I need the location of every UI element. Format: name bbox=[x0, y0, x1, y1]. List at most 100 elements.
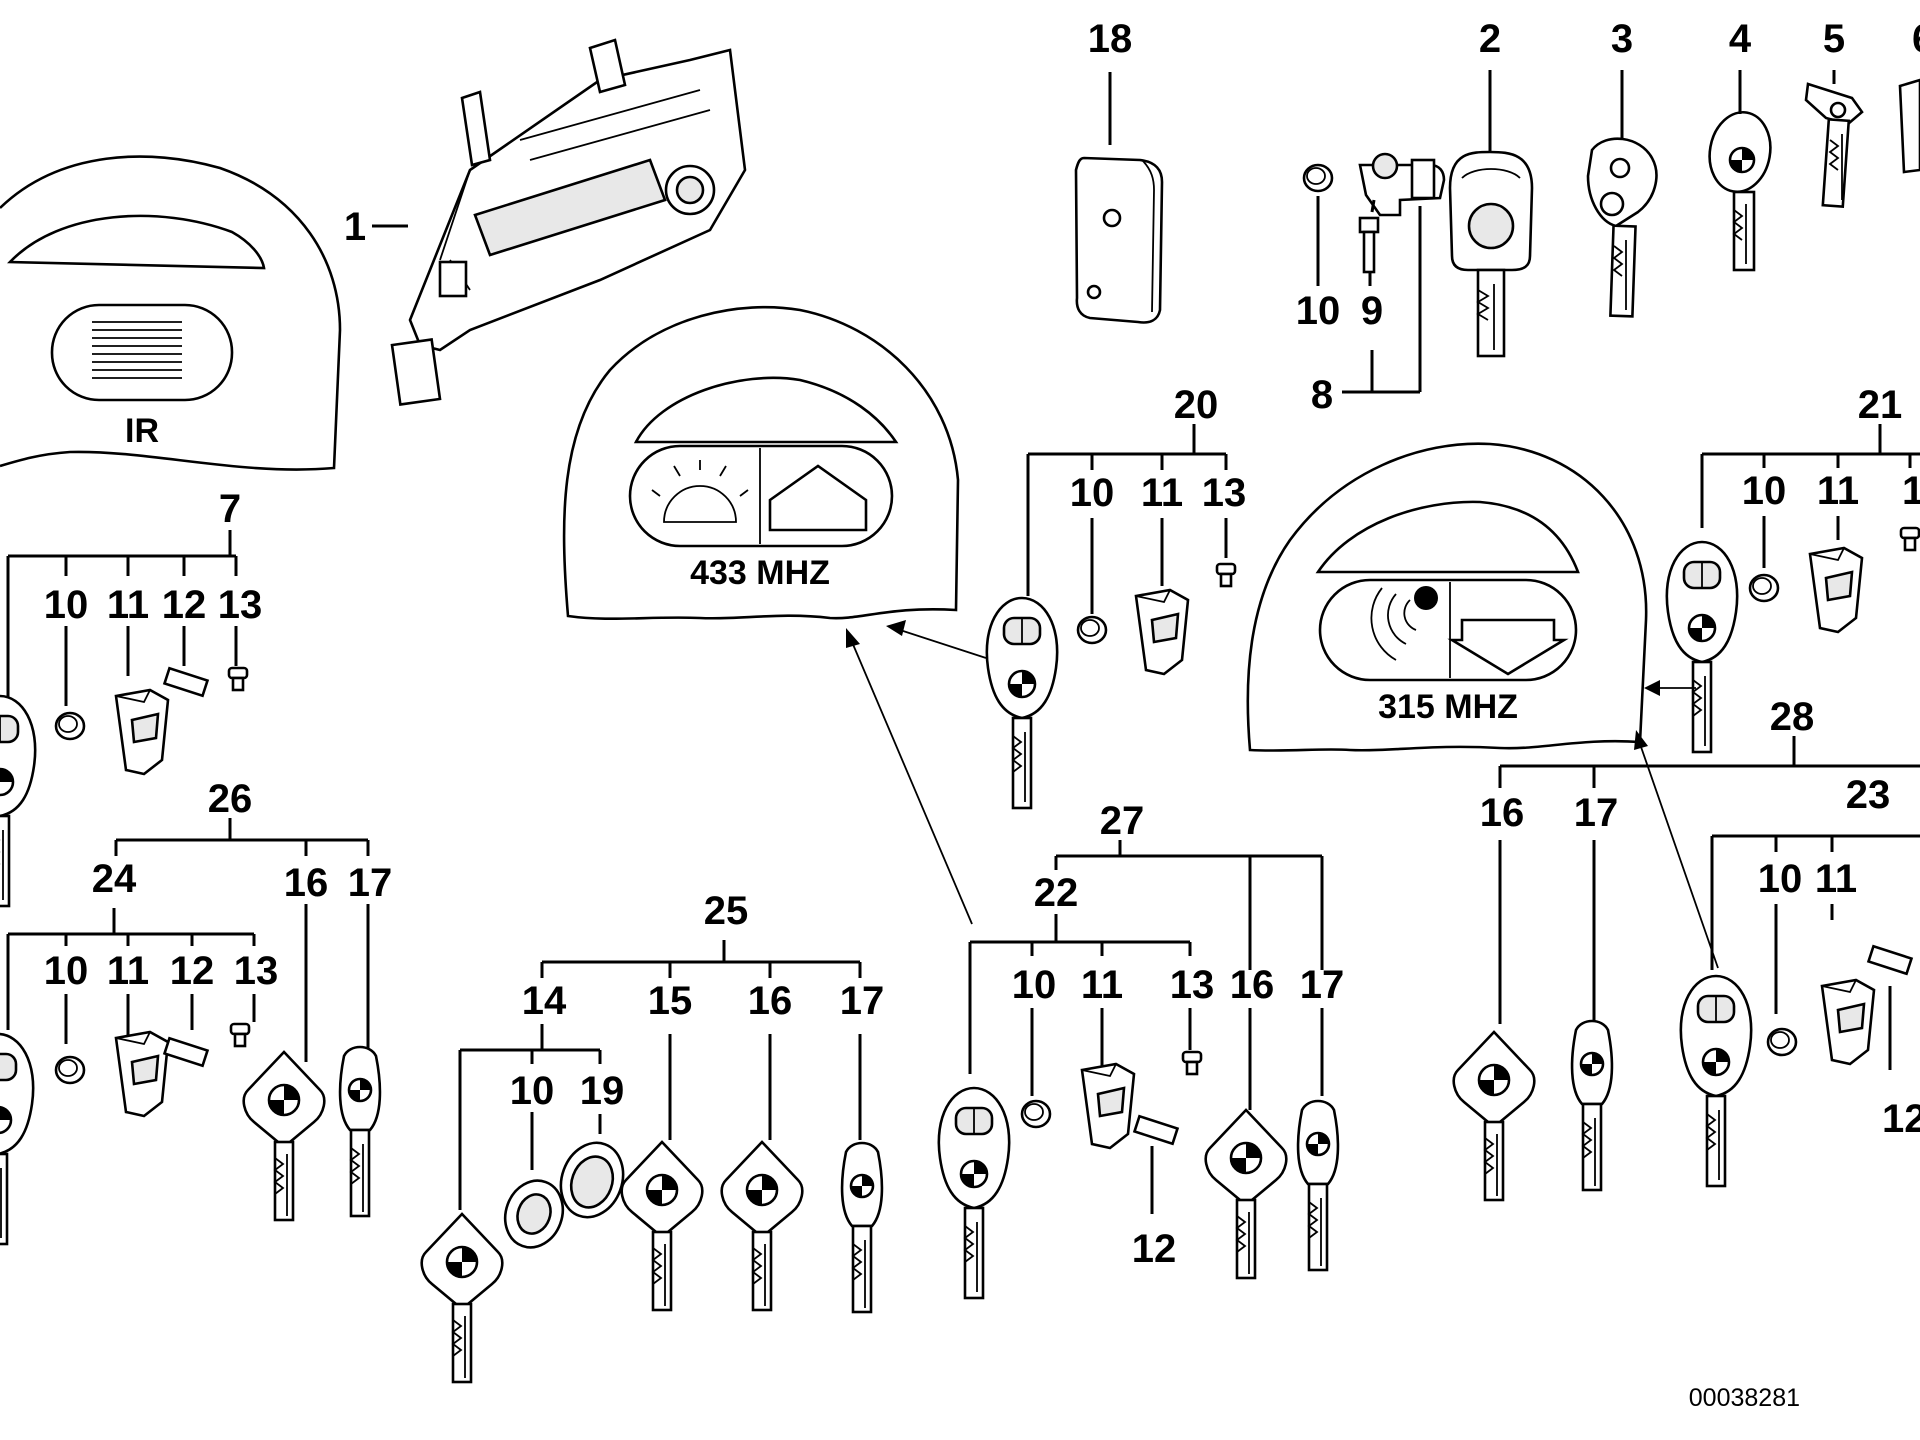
key-27-16 bbox=[1204, 1108, 1288, 1280]
callout-5: 5 bbox=[1823, 17, 1845, 61]
battery-22 bbox=[1020, 1099, 1052, 1129]
callout-26: 26 bbox=[208, 777, 253, 821]
callout-24-13: 13 bbox=[234, 949, 279, 993]
callout-21-11: 11 bbox=[1817, 469, 1859, 513]
callout-25: 25 bbox=[704, 889, 749, 933]
callout-18: 18 bbox=[1088, 17, 1133, 61]
remote-key-21 bbox=[1665, 540, 1739, 754]
screw-22 bbox=[1181, 1050, 1203, 1076]
remote-key-24 bbox=[0, 1032, 35, 1246]
plate-22 bbox=[1133, 1114, 1179, 1146]
callout-28-16: 16 bbox=[1480, 791, 1525, 835]
mhz315-remote-inset: 315 MHZ bbox=[1246, 442, 1648, 752]
group-7 bbox=[6, 530, 238, 706]
group-21 bbox=[1700, 424, 1920, 568]
group-26 bbox=[6, 818, 370, 1062]
callout-4: 4 bbox=[1729, 17, 1752, 61]
remote-key-20 bbox=[985, 596, 1059, 810]
screw-24 bbox=[229, 1022, 251, 1048]
callout-7-12: 12 bbox=[162, 583, 207, 627]
part-9-pin bbox=[1358, 216, 1380, 274]
screw-20 bbox=[1215, 562, 1237, 588]
callout-23-10: 10 bbox=[1758, 857, 1803, 901]
callout-14-10: 10 bbox=[510, 1069, 555, 1113]
clip-21 bbox=[1808, 546, 1864, 634]
key-26-17 bbox=[338, 1045, 382, 1218]
mhz315-label: 315 MHZ bbox=[1378, 688, 1518, 726]
callout-28-17: 17 bbox=[1574, 791, 1619, 835]
callout-22-13: 13 bbox=[1170, 963, 1215, 1007]
callout-24-10: 10 bbox=[44, 949, 89, 993]
callout-7-10: 10 bbox=[44, 583, 89, 627]
key-28-17 bbox=[1570, 1019, 1614, 1192]
callout-27-17: 17 bbox=[1300, 963, 1345, 1007]
mhz433-remote-inset: 433 MHZ bbox=[562, 305, 960, 621]
key-25-16 bbox=[720, 1140, 804, 1312]
plate-23 bbox=[1867, 944, 1913, 976]
callout-22-11: 11 bbox=[1081, 963, 1123, 1007]
document-number: 00038281 bbox=[1689, 1384, 1800, 1412]
callout-21: 21 bbox=[1858, 383, 1903, 427]
callout-8: 8 bbox=[1311, 373, 1333, 417]
callout-9: 9 bbox=[1361, 289, 1383, 333]
callout-23-12: 12 bbox=[1882, 1097, 1920, 1141]
callout-20-13: 13 bbox=[1202, 471, 1247, 515]
remote-key-7 bbox=[0, 694, 37, 908]
key-6-partial bbox=[1898, 78, 1920, 174]
callout-20: 20 bbox=[1174, 383, 1219, 427]
callout-22-12: 12 bbox=[1132, 1227, 1177, 1271]
callout-21-10: 10 bbox=[1742, 469, 1787, 513]
callout-7: 7 bbox=[219, 487, 241, 531]
callout-3: 3 bbox=[1611, 17, 1633, 61]
callout-24-12: 12 bbox=[170, 949, 215, 993]
callout-25-16: 16 bbox=[748, 979, 793, 1023]
leader-arrows bbox=[846, 620, 1719, 969]
clip-20 bbox=[1134, 588, 1190, 676]
callout-15: 15 bbox=[648, 979, 693, 1023]
callout-1: 1 bbox=[344, 205, 366, 249]
callout-23: 23 bbox=[1846, 773, 1891, 817]
callout-24: 24 bbox=[92, 857, 137, 901]
callout-14: 14 bbox=[522, 979, 567, 1023]
ring-19 bbox=[559, 1141, 625, 1219]
callout-19: 19 bbox=[580, 1069, 625, 1113]
battery-24 bbox=[54, 1055, 86, 1085]
callout-26-17: 17 bbox=[348, 861, 393, 905]
mhz433-label: 433 MHZ bbox=[690, 554, 830, 592]
battery-21 bbox=[1748, 573, 1780, 603]
key-28-16 bbox=[1452, 1030, 1536, 1202]
callout-6: 6 bbox=[1912, 17, 1920, 61]
callout-27: 27 bbox=[1100, 799, 1145, 843]
callout-2: 2 bbox=[1479, 17, 1501, 61]
key-15 bbox=[620, 1140, 704, 1312]
callout-21-1: 1 bbox=[1902, 469, 1920, 513]
remote-key-23 bbox=[1679, 974, 1753, 1188]
callout-7-13: 13 bbox=[218, 583, 263, 627]
callout-7-11: 11 bbox=[107, 583, 149, 627]
callout-20-11: 11 bbox=[1141, 471, 1183, 515]
ir-label: IR bbox=[125, 412, 159, 450]
battery-20 bbox=[1076, 615, 1108, 645]
clip-22 bbox=[1080, 1062, 1136, 1150]
key-5 bbox=[1804, 82, 1864, 208]
callout-26-16: 16 bbox=[284, 861, 329, 905]
callout-22-10: 10 bbox=[1012, 963, 1057, 1007]
ring-10 bbox=[503, 1179, 565, 1249]
key-2 bbox=[1448, 150, 1534, 358]
screw-7 bbox=[227, 666, 249, 692]
ir-remote-inset: IR bbox=[0, 155, 342, 471]
callout-23-11: 11 bbox=[1815, 857, 1857, 901]
callout-25-17: 17 bbox=[840, 979, 885, 1023]
callout-27-16: 16 bbox=[1230, 963, 1275, 1007]
door-handle-part bbox=[390, 38, 747, 406]
group-25 bbox=[458, 940, 862, 1210]
part-18-cover bbox=[1074, 156, 1164, 324]
battery-7 bbox=[54, 711, 86, 741]
battery-23 bbox=[1766, 1027, 1798, 1057]
group-20 bbox=[1026, 424, 1228, 614]
clip-24 bbox=[114, 1030, 170, 1118]
callout-22: 22 bbox=[1034, 871, 1079, 915]
callout-10-top: 10 bbox=[1296, 289, 1341, 333]
plate-24 bbox=[163, 1036, 209, 1068]
